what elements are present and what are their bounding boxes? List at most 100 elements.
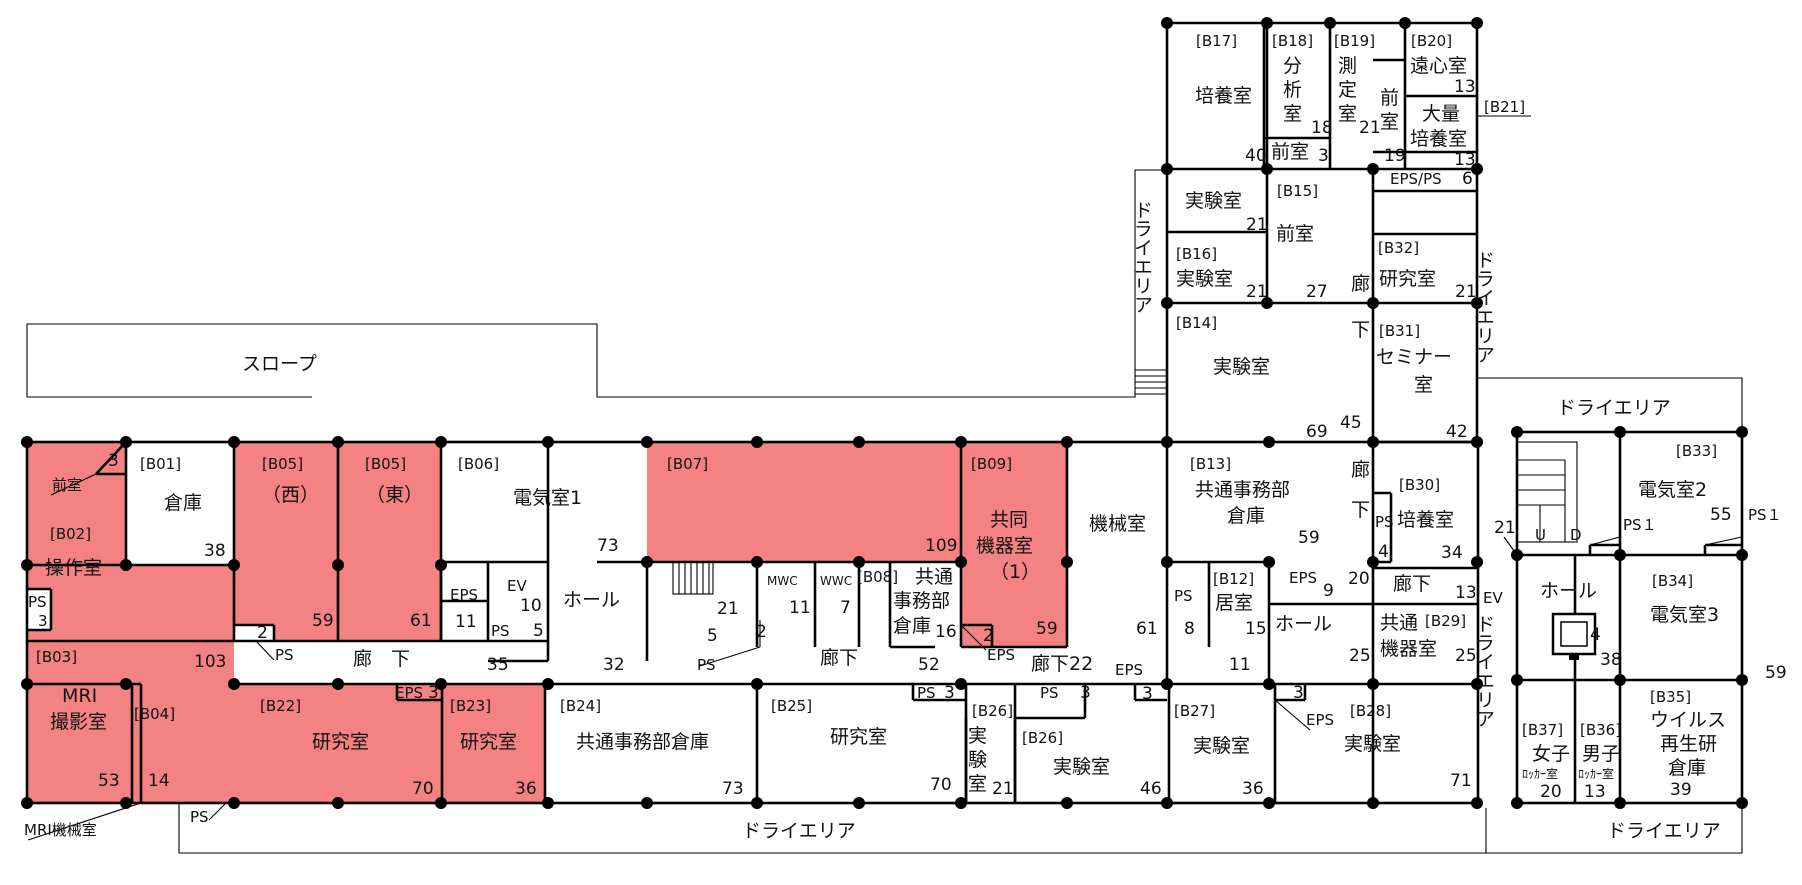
b30-num: 34 — [1441, 543, 1463, 563]
b28-id: [B28] — [1350, 702, 1391, 720]
b21-num: 13 — [1454, 150, 1476, 170]
corridor-mid-num: 52 — [918, 655, 940, 675]
corridor-v-2: 下 — [1351, 499, 1370, 521]
ps-mid-tag: PS — [697, 656, 716, 674]
b05w-id: [B05] — [262, 455, 303, 473]
jikken-21-num: 21 — [1246, 215, 1268, 235]
ps1-a: PS１ — [1623, 516, 1657, 534]
b06-name: 電気室1 — [513, 487, 582, 509]
num-21-side: 21 — [1494, 518, 1516, 538]
b14-name: 実験室 — [1213, 356, 1270, 378]
b13-num: 59 — [1298, 528, 1320, 548]
b16-name: 実験室 — [1176, 268, 1233, 290]
ps-2-left-tag: PS — [275, 646, 294, 664]
dry-area-v-left: ドライエリア — [1131, 200, 1153, 314]
hall-east: ホール — [1275, 613, 1332, 635]
eps-11-num: 11 — [455, 612, 477, 632]
b31-id: [B31] — [1379, 322, 1420, 340]
dry-area-v-mid: ドライエリア — [1473, 250, 1495, 364]
b34-num: 59 — [1765, 663, 1787, 683]
ps-2-mid: 2 — [756, 622, 767, 642]
eps-11: EPS — [450, 586, 478, 604]
highlight-b05-east — [338, 442, 441, 641]
b24-id: [B24] — [560, 697, 601, 715]
b09-eps-num: 2 — [983, 626, 994, 646]
eps-3-b22: EPS — [395, 684, 423, 702]
b02-name: 操作室 — [45, 557, 102, 579]
hall-far-ev-num: 4 — [1590, 625, 1601, 645]
ps-bottom: PS — [190, 808, 209, 826]
b27-num: 36 — [1242, 779, 1264, 799]
corridor-v2-2: 下 — [1351, 319, 1370, 341]
b20-num: 13 — [1454, 77, 1476, 97]
ps-5-num: 5 — [533, 621, 544, 641]
b07-num: 109 — [925, 536, 957, 556]
column-dots — [21, 17, 1748, 809]
b18-id: [B18] — [1272, 32, 1313, 50]
b13-name1: 共通事務部 — [1195, 479, 1290, 501]
hall-far-num: 38 — [1600, 650, 1622, 670]
dry-area-bottom-outline — [178, 803, 1486, 854]
b05w-num: 59 — [312, 611, 334, 631]
b23-name: 研究室 — [460, 731, 517, 753]
b28-eps-num: 3 — [1293, 683, 1304, 703]
b34-id: [B34] — [1652, 572, 1693, 590]
b29-name2: 機器室 — [1380, 638, 1437, 660]
eps-9-num: 9 — [1323, 581, 1334, 601]
mwc-num: 11 — [789, 598, 811, 618]
b18-name3: 室 — [1283, 103, 1302, 125]
b30-name: 培養室 — [1397, 509, 1454, 531]
zenshitsu-top-num: 3 — [108, 451, 119, 471]
b23-num: 36 — [515, 779, 537, 799]
b28-num: 71 — [1450, 771, 1472, 791]
b06-num: 73 — [597, 536, 619, 556]
b22-id: [B22] — [260, 697, 301, 715]
b35-name3: 倉庫 — [1668, 757, 1706, 779]
b25-name: 研究室 — [830, 726, 887, 748]
corridor-ne-num: 13 — [1455, 583, 1477, 603]
corridor-west: 廊 下 — [353, 648, 410, 670]
b14-id: [B14] — [1176, 314, 1217, 332]
b07-id: [B07] — [667, 455, 708, 473]
eps-3-bottom-num: 3 — [1142, 684, 1153, 704]
b18-name1: 分 — [1283, 55, 1302, 77]
ev-side: EV — [1483, 589, 1503, 607]
b35-num: 39 — [1670, 780, 1692, 800]
ev-10-num: 10 — [520, 596, 542, 616]
b09-num: 59 — [1036, 619, 1058, 639]
b37-name2: ﾛｯｶｰ室 — [1522, 766, 1558, 781]
b26b-name: 実験室 — [1053, 756, 1110, 778]
b19-name3: 室 — [1338, 103, 1357, 125]
b08-name2: 事務部 — [893, 590, 950, 612]
b28-eps-tag: EPS — [1306, 711, 1334, 729]
slope-outline — [26, 169, 1167, 398]
ev-far — [1551, 612, 1597, 660]
b05w-name: （西） — [262, 484, 319, 506]
b19-num: 21 — [1359, 118, 1381, 138]
ps-5-mid: 5 — [707, 626, 718, 646]
b23-id: [B23] — [450, 697, 491, 715]
corridor-v2-num: 45 — [1340, 413, 1362, 433]
hall-west: ホール — [563, 589, 620, 611]
b35-name2: 再生研 — [1660, 733, 1717, 755]
corridor-v-num: 20 — [1348, 569, 1370, 589]
b37-id: [B37] — [1522, 721, 1563, 739]
b08-name1: 共通 — [915, 566, 953, 588]
b08-name3: 倉庫 — [893, 615, 931, 637]
b08-id: [B08] — [857, 568, 898, 586]
b26a-name3: 室 — [968, 773, 987, 795]
b16-num: 21 — [1246, 282, 1268, 302]
b31-num: 42 — [1446, 422, 1468, 442]
b01-name: 倉庫 — [164, 492, 202, 514]
b19-name1: 測 — [1338, 55, 1357, 77]
b03-num: 53 — [98, 771, 120, 791]
b05e-name: （東） — [366, 484, 423, 506]
b17-id: [B17] — [1196, 32, 1237, 50]
b37-name1: 女子 — [1532, 743, 1570, 765]
b15-num: 27 — [1306, 282, 1328, 302]
ps-3-b26: PS — [1040, 684, 1059, 702]
hall-far: ホール — [1540, 580, 1597, 602]
eps-3-b22-num: 3 — [428, 683, 439, 703]
corridor-east-num: 11 — [1229, 655, 1251, 675]
